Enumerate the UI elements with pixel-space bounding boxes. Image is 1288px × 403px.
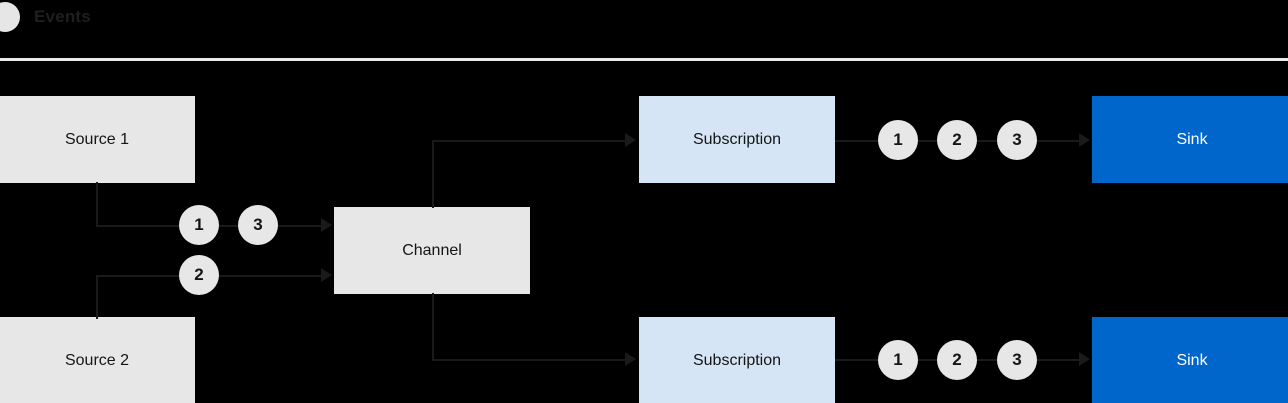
- node-subscription-bottom-label: Subscription: [692, 351, 782, 369]
- event-token-label: 3: [1012, 130, 1022, 149]
- arrow-source2-to-channel: [321, 268, 332, 282]
- arrow-channel-to-subscription-bottom: [625, 352, 636, 366]
- node-source-2-label: Source 2: [64, 351, 130, 369]
- arrow-channel-to-subscription-top: [625, 133, 636, 147]
- event-token: 2: [937, 340, 977, 380]
- event-token: 3: [238, 205, 278, 245]
- node-sink-bottom[interactable]: Sink: [1092, 317, 1288, 403]
- event-token-label: 2: [952, 130, 962, 149]
- event-token: 1: [878, 120, 918, 160]
- header-divider: [0, 58, 1288, 61]
- node-subscription-top[interactable]: Subscription: [639, 96, 835, 183]
- event-token: 2: [937, 120, 977, 160]
- event-token-label: 2: [194, 265, 204, 284]
- arrow-subscription-top-to-sink: [1079, 133, 1090, 147]
- node-sink-bottom-label: Sink: [1176, 351, 1208, 369]
- event-token: 3: [997, 120, 1037, 160]
- event-token: 3: [997, 340, 1037, 380]
- node-channel[interactable]: Channel: [334, 207, 530, 294]
- event-token: 2: [179, 255, 219, 295]
- edge-source1-drop: [96, 182, 98, 227]
- node-subscription-top-label: Subscription: [692, 130, 782, 148]
- event-token-label: 3: [1012, 350, 1022, 369]
- event-token: 1: [179, 205, 219, 245]
- node-sink-top[interactable]: Sink: [1092, 96, 1288, 183]
- node-source-1[interactable]: Source 1: [0, 96, 195, 183]
- node-subscription-bottom[interactable]: Subscription: [639, 317, 835, 403]
- arrow-subscription-bottom-to-sink: [1079, 352, 1090, 366]
- event-token: 1: [878, 340, 918, 380]
- edge-channel-to-subscription-top: [432, 140, 626, 142]
- edge-channel-rise: [432, 140, 434, 208]
- legend-label: Events: [34, 7, 91, 26]
- event-token-label: 2: [952, 350, 962, 369]
- event-token-label: 1: [194, 215, 204, 234]
- node-source-1-label: Source 1: [64, 130, 130, 148]
- node-source-2[interactable]: Source 2: [0, 317, 195, 403]
- event-circle-icon: [0, 2, 20, 32]
- event-token-label: 3: [253, 215, 263, 234]
- edge-channel-to-subscription-bottom: [432, 359, 626, 361]
- event-token-label: 1: [893, 130, 903, 149]
- node-sink-top-label: Sink: [1176, 130, 1208, 148]
- legend: Events: [0, 2, 91, 32]
- arrow-source1-to-channel: [321, 218, 332, 232]
- edge-source2-rise: [96, 275, 98, 319]
- edge-channel-drop: [432, 293, 434, 361]
- node-channel-label: Channel: [402, 241, 462, 259]
- event-token-label: 1: [893, 350, 903, 369]
